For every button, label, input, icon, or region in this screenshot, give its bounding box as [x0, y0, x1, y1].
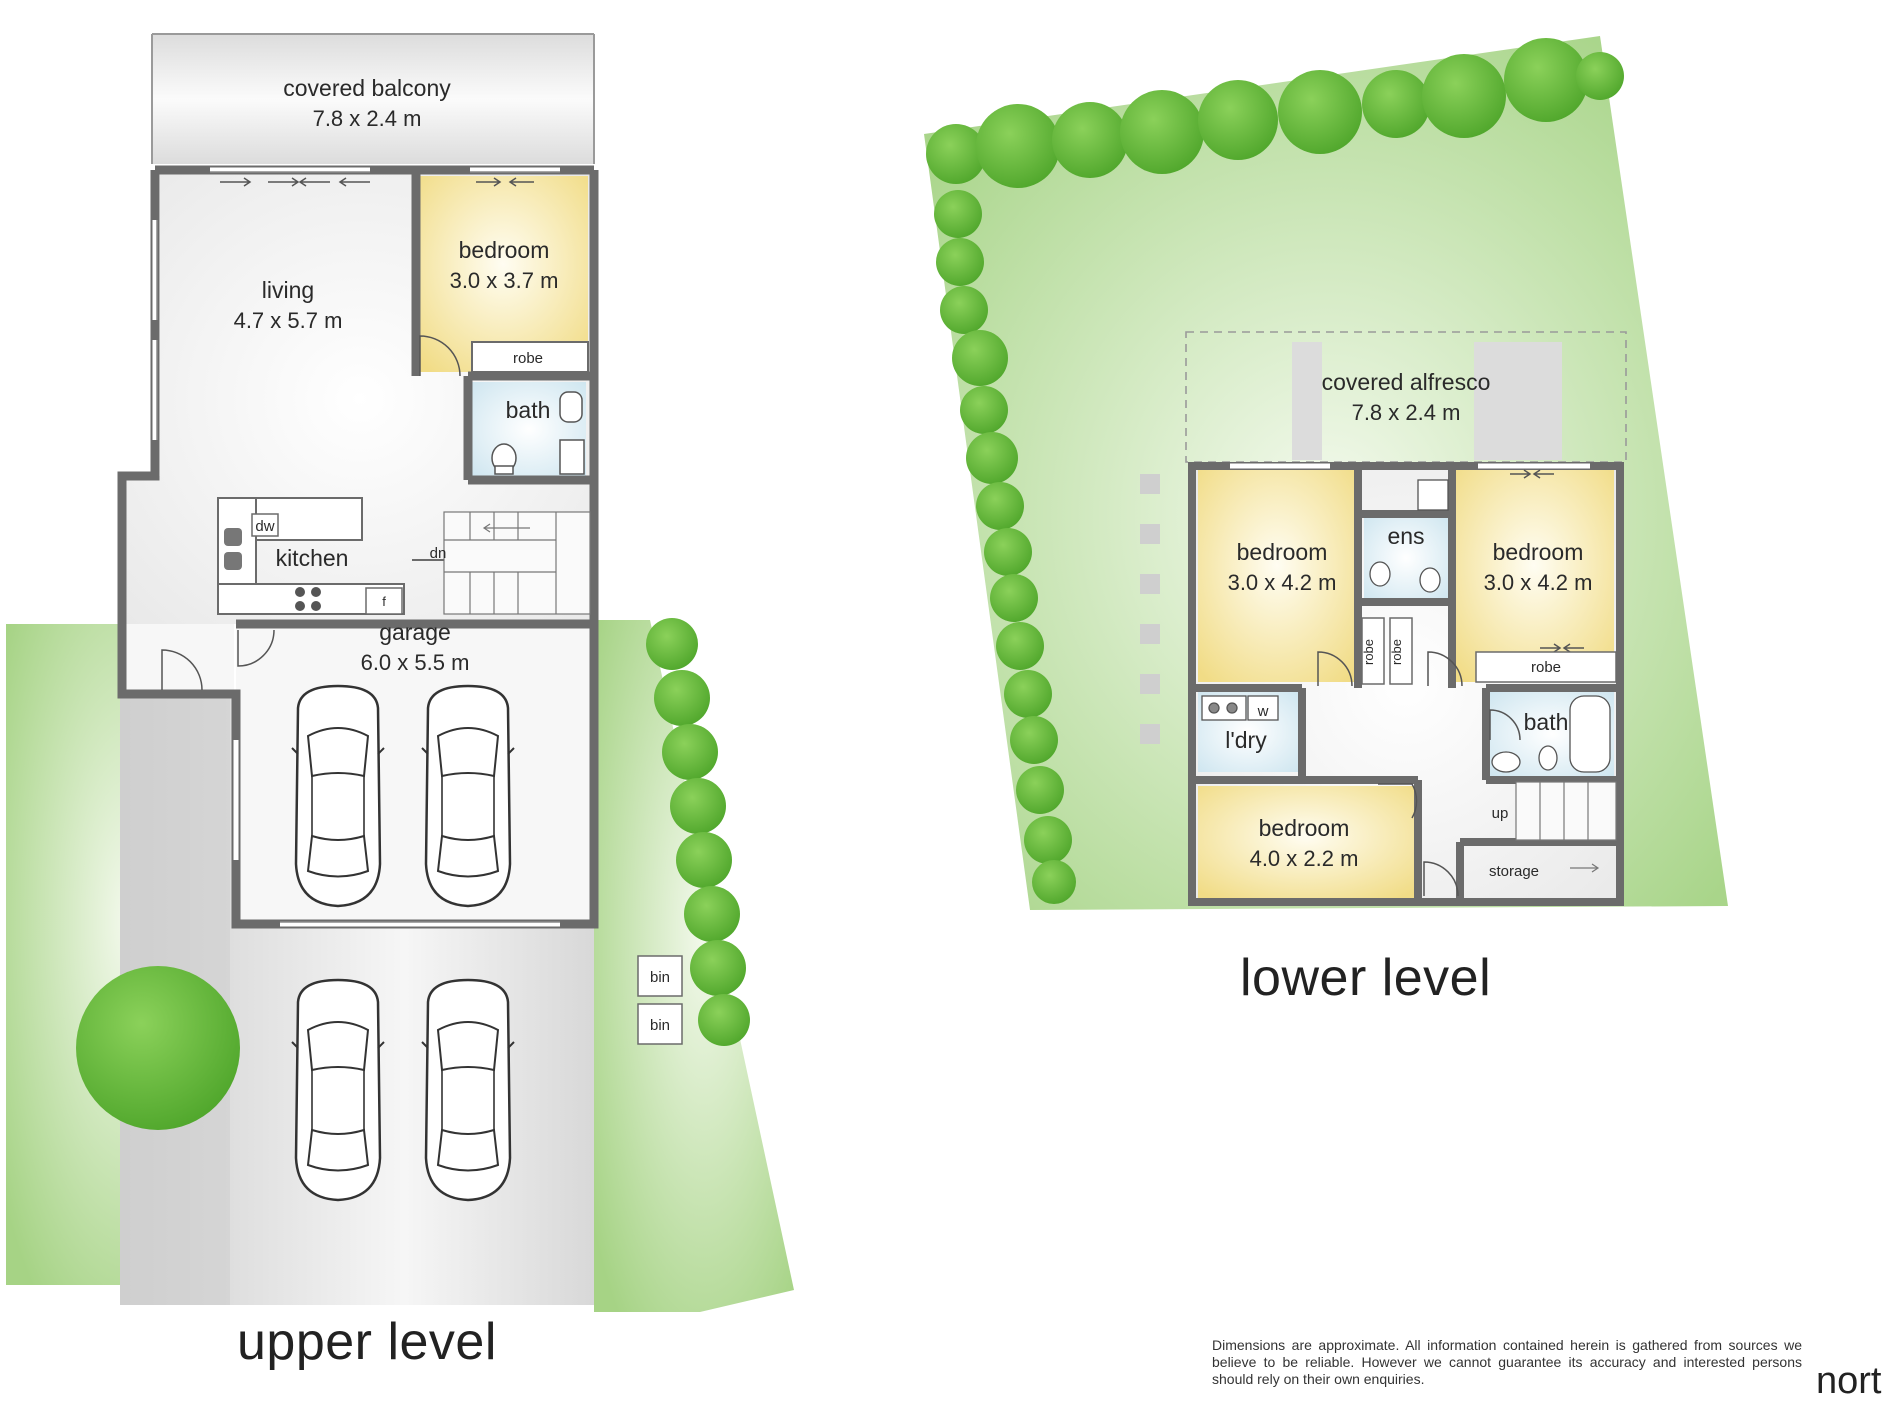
- sliding-door-arrows: [220, 177, 534, 187]
- dn-label: dn: [430, 545, 447, 562]
- north-label: nort: [1816, 1360, 1882, 1402]
- bedroom-upper-name: bedroom: [459, 237, 550, 263]
- hedge-lower-north: [926, 38, 1624, 188]
- robe-upper-label: robe: [513, 350, 543, 367]
- robe-lower-3-label: robe: [1531, 659, 1561, 676]
- bedroom-west-name: bedroom: [1237, 539, 1328, 565]
- robe-lower-1: [1361, 617, 1385, 685]
- bedroom-south-floor: [1198, 786, 1414, 898]
- kitchen-sink: [224, 528, 242, 570]
- storage-label: storage: [1489, 863, 1539, 880]
- bedroom-west-floor: [1198, 470, 1356, 682]
- covered-alfresco-dims: 7.8 x 2.4 m: [1352, 400, 1461, 425]
- bedroom-east-floor: [1454, 470, 1614, 682]
- ensuite-fixtures: [1369, 479, 1449, 593]
- covered-balcony-dims: 7.8 x 2.4 m: [313, 106, 422, 131]
- garage-name: garage: [379, 619, 451, 645]
- car-garage-west: [290, 684, 386, 908]
- bin-2: [637, 1003, 683, 1045]
- covered-alfresco-name: covered alfresco: [1322, 369, 1491, 395]
- dw-label: dw: [255, 518, 274, 535]
- ensuite-label: ens: [1387, 523, 1424, 549]
- lower-walls: [1188, 462, 1624, 906]
- bin-1-label: bin: [650, 969, 670, 986]
- stairs-lower: [1515, 781, 1617, 873]
- bin-1: [637, 955, 683, 997]
- living-name: living: [262, 277, 314, 303]
- bedroom-west-dims: 3.0 x 4.2 m: [1228, 570, 1337, 595]
- car-driveway-east: [420, 978, 516, 1202]
- robe-upper: [471, 341, 589, 373]
- bedroom-upper-dims: 3.0 x 3.7 m: [450, 268, 559, 293]
- upper-level-title: upper level: [237, 1313, 497, 1371]
- tree-large: [76, 966, 240, 1130]
- covered-balcony-area: [152, 34, 594, 164]
- bath-upper-label: bath: [506, 397, 551, 423]
- lower-level-plan: [924, 36, 1728, 910]
- robe-lower-2: [1389, 617, 1413, 685]
- hedge-lower-west: [934, 190, 1076, 904]
- covered-balcony-name: covered balcony: [283, 75, 451, 101]
- bath-upper-fixtures: [491, 391, 585, 475]
- robe-lower-2-label: robe: [1389, 639, 1404, 665]
- bath-lower-fixtures: [1491, 695, 1611, 773]
- bedroom-upper-floor: [418, 176, 588, 372]
- bath-lower-label: bath: [1524, 709, 1569, 735]
- up-label: up: [1492, 805, 1509, 822]
- dishwasher: [251, 513, 279, 537]
- stairs-upper: [443, 511, 591, 615]
- bedroom-east-name: bedroom: [1493, 539, 1584, 565]
- robe-lower-1-label: robe: [1361, 639, 1376, 665]
- lower-labels: covered alfresco 7.8 x 2.4 m bedroom 3.0…: [1225, 369, 1592, 880]
- bedroom-south-dims: 4.0 x 2.2 m: [1250, 846, 1359, 871]
- upper-labels: covered balcony 7.8 x 2.4 m living 4.7 x…: [234, 75, 670, 1034]
- car-garage-east: [420, 684, 516, 908]
- upper-level-plan: [6, 33, 794, 1312]
- fridge: [365, 587, 403, 615]
- bedroom-east-dims: 3.0 x 4.2 m: [1484, 570, 1593, 595]
- disclaimer-text: Dimensions are approximate. All informat…: [1212, 1337, 1802, 1387]
- laundry-fixtures: [1201, 695, 1279, 721]
- stepping-stones: [1140, 474, 1160, 744]
- washer-label: w: [1257, 703, 1269, 720]
- car-driveway-west: [290, 978, 386, 1202]
- lower-level-title: lower level: [1240, 949, 1492, 1007]
- living-dims: 4.7 x 5.7 m: [234, 308, 343, 333]
- entry-floor: [126, 624, 234, 690]
- garage-dims: 6.0 x 5.5 m: [361, 650, 470, 675]
- robe-lower-3: [1475, 651, 1617, 683]
- bedroom-south-name: bedroom: [1259, 815, 1350, 841]
- hedge-upper-east: [646, 618, 750, 1046]
- laundry-label: l'dry: [1225, 727, 1267, 753]
- kitchen-label: kitchen: [276, 545, 349, 571]
- bin-2-label: bin: [650, 1017, 670, 1034]
- fridge-label: f: [382, 594, 386, 609]
- cooktop: [295, 587, 321, 611]
